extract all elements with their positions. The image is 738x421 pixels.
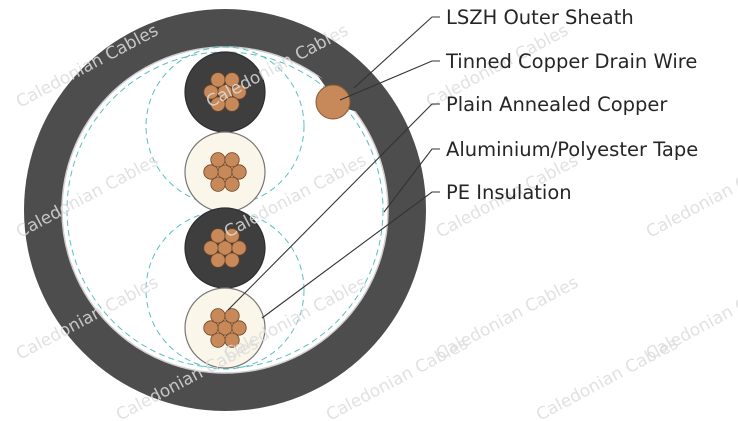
label-pe-insulation: PE Insulation	[446, 181, 572, 204]
copper-strand	[203, 164, 219, 180]
copper-strand	[224, 252, 240, 268]
copper-strand	[231, 320, 247, 336]
insulated-conductor-1	[184, 51, 266, 133]
insulated-conductor-4	[184, 287, 266, 369]
copper-strand	[231, 84, 247, 100]
copper-strand	[224, 176, 240, 192]
watermark-text: Caledonian Cables	[643, 151, 738, 243]
copper-strand	[224, 308, 240, 324]
copper-strand	[210, 332, 226, 348]
copper-strand	[224, 228, 240, 244]
copper-strand	[210, 96, 226, 112]
watermark-text: Caledonian Cables	[533, 334, 682, 421]
copper-strand	[210, 228, 226, 244]
copper-strand	[210, 152, 226, 168]
copper-strand	[210, 176, 226, 192]
copper-strand	[224, 72, 240, 88]
leader-line-aluminium-polyester-tape	[383, 148, 440, 213]
leader-line-lszh-outer-sheath	[353, 16, 440, 89]
copper-strand	[210, 308, 226, 324]
leader-line-tinned-copper-drain-wire	[339, 60, 440, 101]
leader-line-plain-annealed-copper	[227, 103, 440, 311]
leader-line-pe-insulation	[261, 191, 440, 319]
label-lszh-outer-sheath: LSZH Outer Sheath	[446, 6, 634, 29]
leader-lines	[227, 16, 440, 319]
tinned-copper-drain-wire	[315, 84, 351, 120]
copper-strand	[224, 152, 240, 168]
insulated-conductor-3	[184, 207, 266, 289]
conductor-group	[184, 51, 266, 369]
copper-strand	[231, 164, 247, 180]
copper-strand	[203, 240, 219, 256]
label-aluminium-polyester-tape: Aluminium/Polyester Tape	[446, 138, 698, 161]
copper-strand	[203, 84, 219, 100]
copper-strand	[203, 320, 219, 336]
copper-strand	[210, 252, 226, 268]
copper-strand	[231, 240, 247, 256]
insulated-conductor-2	[184, 131, 266, 213]
label-group: LSZH Outer Sheath Tinned Copper Drain Wi…	[445, 6, 698, 204]
label-plain-annealed-copper: Plain Annealed Copper	[446, 93, 668, 116]
label-tinned-copper-drain-wire: Tinned Copper Drain Wire	[445, 50, 697, 73]
